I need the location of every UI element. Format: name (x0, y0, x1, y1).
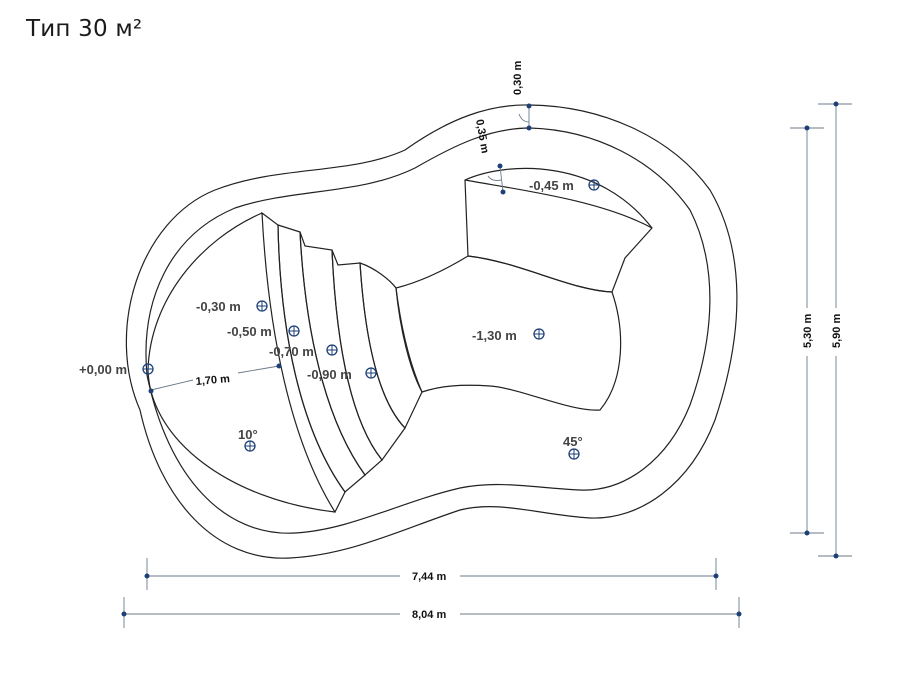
angle-marker-left (244, 440, 256, 452)
outer-length-dimension: 8,04 m (121, 597, 742, 628)
depth-marker-step4 (365, 367, 377, 379)
depth-label-shelf: -0,45 m (529, 178, 574, 193)
inner-width-dimension: 5,30 m (790, 125, 824, 536)
inner-width-label: 5,30 m (802, 314, 814, 348)
step-4 (331, 249, 406, 461)
depth-label-step1: -0,30 m (196, 299, 241, 314)
step-5 (359, 262, 423, 430)
depth-marker-step2 (288, 325, 300, 337)
inner-rim-dimension: 0,35 m (473, 118, 506, 195)
inner-length-dimension: 7,44 m (144, 558, 719, 590)
angle-label-left: 10° (238, 427, 258, 442)
depth-label-step4: -0,90 m (307, 367, 352, 382)
inner-rim-label: 0,35 m (473, 118, 491, 154)
depth-label-step2: -0,50 m (227, 324, 272, 339)
outer-length-label: 8,04 m (412, 609, 446, 621)
drawing-title: Тип 30 м² (26, 16, 143, 42)
angle-marker-right (568, 448, 580, 460)
left-basin-wall (147, 212, 336, 513)
inner-length-label: 7,44 m (412, 571, 446, 583)
pool-outer-outline (125, 104, 738, 559)
depth-label-zero: +0,00 m (79, 362, 127, 377)
angle-label-right: 45° (563, 434, 583, 449)
rim-width-dimension: 0,30 m (512, 61, 532, 131)
pool-inner-outline (145, 127, 711, 534)
shelf-radius-label: 1,70 m (195, 373, 230, 388)
depth-marker-shelf (588, 179, 600, 191)
depth-marker-step1 (256, 300, 268, 312)
depth-marker-deep (533, 328, 545, 340)
depth-marker-zero (142, 363, 154, 375)
shelf-radius-dimension: 1,70 m (148, 363, 282, 394)
depth-label-step3: -0,70 m (269, 344, 314, 359)
depth-marker-step3 (326, 344, 338, 356)
outer-width-label: 5,90 m (831, 314, 843, 348)
rim-width-label: 0,30 m (512, 61, 524, 95)
right-shelf-inner-edge (464, 179, 653, 229)
outer-width-dimension: 5,90 m (818, 101, 852, 559)
depth-label-deep: -1,30 m (472, 328, 517, 343)
